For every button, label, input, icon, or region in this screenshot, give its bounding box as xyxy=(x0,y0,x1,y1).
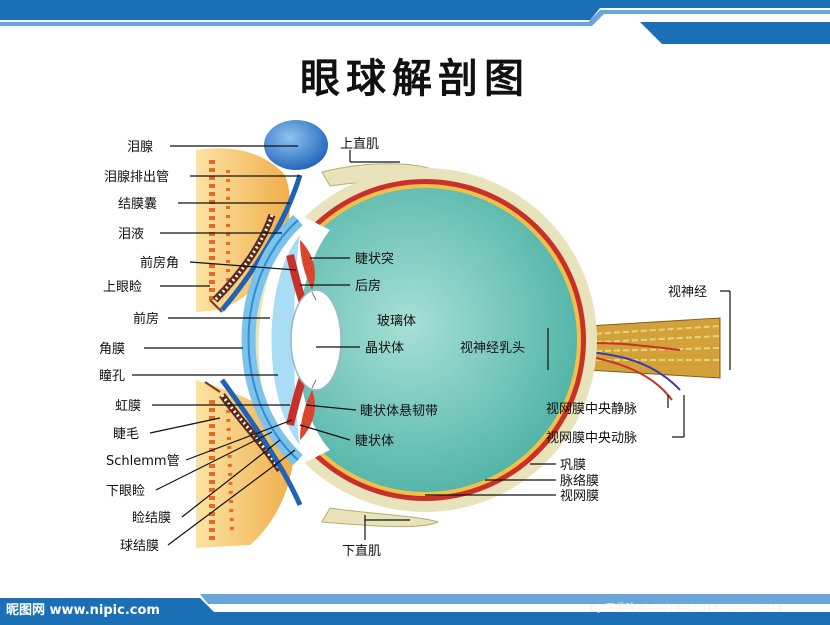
eyeball xyxy=(241,168,597,512)
label-lacrimal-gland: 泪腺 xyxy=(127,140,153,155)
label-central-retinal-artery: 视网膜中央动脉 xyxy=(546,431,637,446)
label-upper-eyelid: 上眼睑 xyxy=(103,280,142,295)
label-superior-rectus: 上直肌 xyxy=(340,137,379,152)
label-tear-fluid: 泪液 xyxy=(118,227,144,242)
label-posterior-chamber: 后房 xyxy=(355,278,381,294)
label-lens: 晶状体 xyxy=(365,341,404,356)
label-schlemm-canal: Schlemm管 xyxy=(106,454,180,469)
footer-brand: 昵图网 www.nipic.com xyxy=(6,603,160,618)
label-retina: 视网膜 xyxy=(560,489,599,504)
leader-lines xyxy=(132,145,731,546)
label-iris: 虹膜 xyxy=(115,399,141,414)
label-central-retinal-vein: 视网膜中央静脉 xyxy=(546,402,637,417)
label-sclera: 巩膜 xyxy=(560,458,586,473)
label-ciliary-process: 睫状突 xyxy=(355,251,394,267)
footer-band xyxy=(0,594,830,625)
label-anterior-chamber-angle: 前房角 xyxy=(140,255,179,271)
label-lower-eyelid: 下眼睑 xyxy=(106,484,145,499)
label-optic-disc: 视神经乳头 xyxy=(460,341,525,356)
label-anterior-chamber: 前房 xyxy=(133,311,159,327)
label-eyelash: 睫毛 xyxy=(113,427,139,442)
label-pupil: 瞳孔 xyxy=(99,369,125,384)
label-choroid: 脉络膜 xyxy=(560,473,599,489)
lacrimal-gland-shape xyxy=(264,120,328,170)
inferior-rectus-muscle xyxy=(321,507,440,528)
label-inferior-rectus: 下直肌 xyxy=(342,544,381,559)
label-optic-nerve: 视神经 xyxy=(668,285,707,300)
label-vitreous-body: 玻璃体 xyxy=(377,314,416,329)
label-zonule: 睫状体悬韧带 xyxy=(360,404,438,419)
label-lacrimal-duct: 泪腺排出管 xyxy=(104,170,169,185)
label-cornea: 角膜 xyxy=(99,342,125,357)
page-title: 眼球解剖图 xyxy=(300,55,530,102)
label-conjunctival-sac: 结膜囊 xyxy=(118,196,157,212)
footer-credit: By:王孟玲 No.20140605154050009874 xyxy=(590,602,782,614)
header-band xyxy=(0,0,830,44)
label-palpebral-conjunctiva: 睑结膜 xyxy=(132,511,171,526)
label-bulbar-conjunctiva: 球结膜 xyxy=(120,539,159,554)
label-ciliary-body: 睫状体 xyxy=(355,434,394,449)
